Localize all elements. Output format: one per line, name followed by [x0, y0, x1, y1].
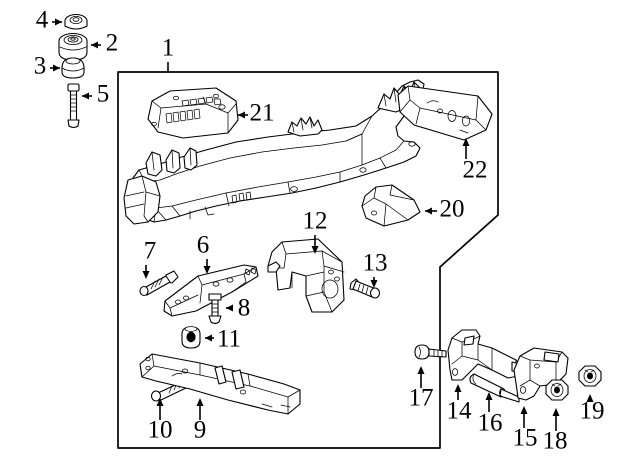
part-upper-body-mount-bushing — [58, 32, 88, 61]
callout-label-17: 17 — [409, 385, 434, 412]
part-front-crossmember — [163, 264, 259, 317]
part-flange-nut-b — [578, 365, 602, 387]
part-body-mount-cap-nut — [64, 13, 88, 30]
part-rear-crossmember — [139, 353, 301, 415]
callout-label-9: 9 — [194, 417, 207, 444]
callout-label-3: 3 — [34, 53, 47, 80]
part-lower-body-mount-bushing — [61, 57, 85, 79]
part-pivot-pin — [469, 373, 520, 403]
callout-labels: 1 2 3 4 5 6 7 8 9 10 11 12 13 14 15 16 1… — [34, 7, 605, 455]
part-spacer-bushing — [181, 326, 201, 349]
callout-label-18: 18 — [543, 428, 568, 455]
callout-label-5: 5 — [97, 81, 110, 108]
callout-label-8: 8 — [238, 295, 251, 322]
part-tow-hook-bracket-right — [513, 347, 569, 401]
part-skid-plate — [147, 87, 239, 139]
callout-leaders — [50, 18, 594, 431]
callout-label-6: 6 — [197, 232, 210, 259]
part-short-bolt — [208, 293, 222, 325]
callout-label-10: 10 — [148, 417, 173, 444]
callout-label-16: 16 — [478, 410, 503, 437]
callout-label-15: 15 — [513, 425, 538, 452]
callout-label-19: 19 — [580, 398, 605, 425]
callout-label-21: 21 — [250, 100, 275, 127]
callout-label-2: 2 — [106, 30, 119, 57]
callout-label-20: 20 — [440, 196, 465, 223]
callout-label-22: 22 — [463, 157, 488, 184]
part-crossmember-bolt — [139, 270, 179, 297]
part-bracket-bolt — [414, 344, 447, 360]
callout-label-11: 11 — [217, 326, 241, 353]
part-skid-bracket — [361, 184, 421, 227]
callout-label-1: 1 — [162, 35, 175, 62]
callout-label-14: 14 — [447, 398, 473, 425]
part-body-mount-bolt — [67, 83, 80, 129]
callout-label-7: 7 — [144, 238, 157, 265]
callout-label-13: 13 — [363, 250, 388, 277]
frame-assembly-boundary — [117, 71, 499, 449]
callout-label-4: 4 — [36, 7, 49, 34]
part-flange-nut-a — [545, 379, 569, 401]
part-hitch-receiver-bracket — [267, 238, 345, 313]
part-hitch-bracket-bolt — [349, 278, 381, 299]
callout-label-12: 12 — [303, 208, 328, 235]
part-tow-hook-bracket-left — [447, 329, 523, 381]
part-rear-bumper-crossmember — [397, 85, 493, 141]
